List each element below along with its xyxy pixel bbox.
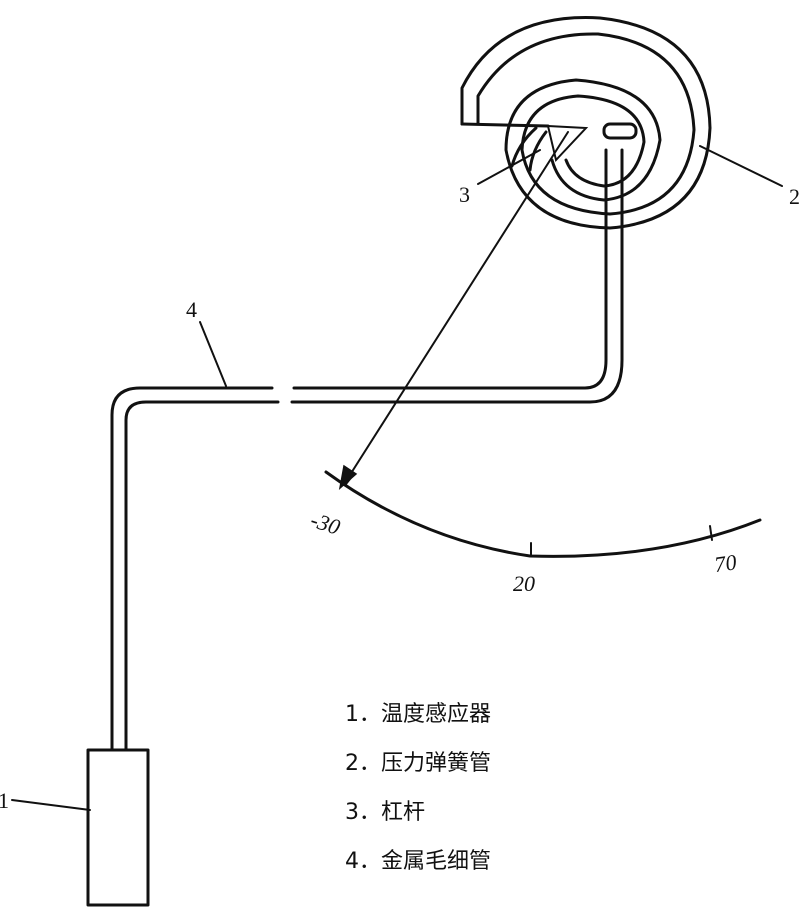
legend-item-4: 4．金属毛细管 — [345, 849, 491, 874]
dial-scale: -30 20 70 — [308, 470, 762, 596]
tick-label-70: 70 — [713, 549, 738, 577]
lever — [510, 124, 589, 172]
capillary-tube-inner — [124, 226, 624, 752]
callouts: 1 2 3 4 — [0, 145, 800, 813]
callout-leader-3 — [477, 149, 541, 185]
legend-item-1: 1．温度感应器 — [345, 702, 491, 727]
callout-2: 2 — [789, 184, 800, 209]
scale-tick — [709, 525, 713, 541]
legend-item-2: 2．压力弹簧管 — [345, 751, 491, 776]
callout-leader-2 — [699, 145, 783, 187]
callout-leader-1 — [11, 799, 91, 811]
capillary-tube-outer — [110, 226, 608, 752]
callout-1: 1 — [0, 788, 9, 813]
tick-label-20: 20 — [513, 571, 535, 596]
scale-tick — [345, 473, 355, 485]
legend-item-3: 3．杠杆 — [345, 800, 425, 825]
callout-3: 3 — [459, 182, 470, 207]
callout-leader-4 — [199, 321, 227, 387]
pointer-needle — [338, 131, 569, 490]
pressure-spring-tube — [460, 16, 712, 230]
legend: 1．温度感应器 2．压力弹簧管 3．杠杆 4．金属毛细管 — [345, 690, 491, 886]
callout-4: 4 — [186, 297, 197, 322]
tick-label-minus30: -30 — [308, 507, 344, 540]
temperature-sensor-bulb — [86, 748, 150, 907]
